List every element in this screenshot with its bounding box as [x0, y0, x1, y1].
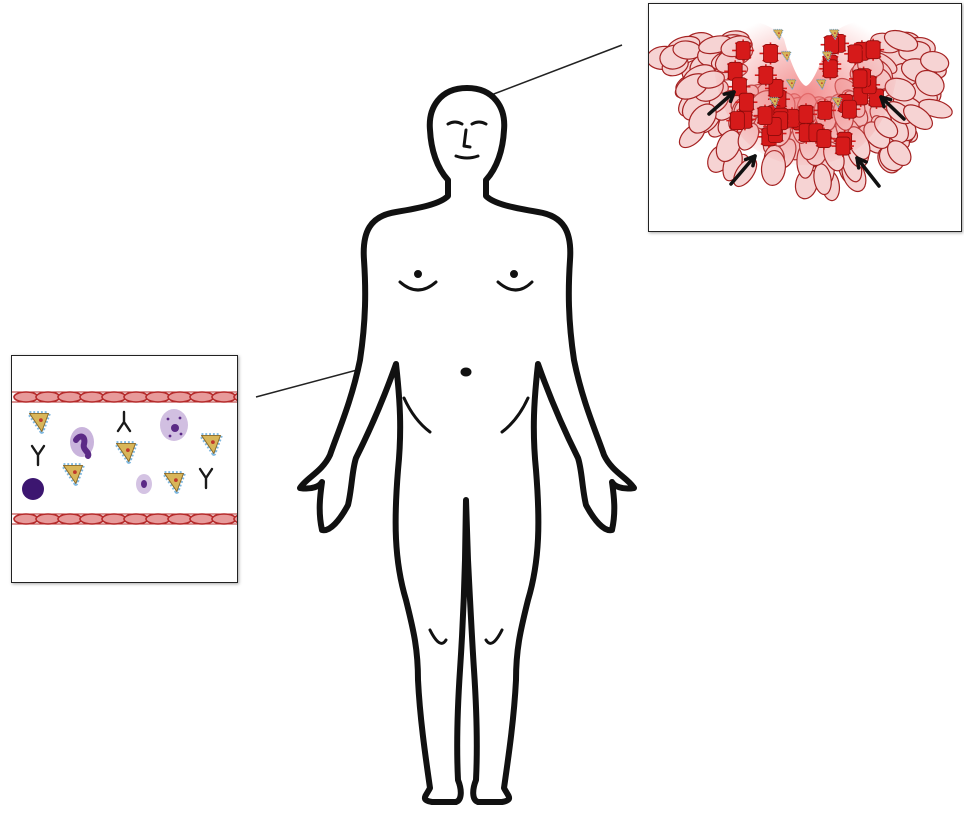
antibody-icon: [118, 412, 130, 431]
human-body-figure: [300, 88, 634, 802]
red-blood-cell: [14, 392, 38, 402]
red-blood-cell: [80, 392, 104, 402]
immune-cell-icon: [165, 473, 184, 491]
red-blood-cell: [168, 392, 192, 402]
lesion-cell: [819, 58, 841, 80]
lesion-cell: [813, 128, 835, 150]
platelet-icon: [136, 474, 152, 494]
lesion-cell: [814, 99, 836, 121]
lesion-cell: [862, 39, 884, 61]
red-blood-cell: [168, 514, 192, 524]
red-blood-cell: [102, 392, 126, 402]
immune-cell-icon: [202, 435, 221, 453]
red-blood-cell: [234, 514, 238, 524]
red-blood-cell: [146, 392, 170, 402]
antibody-icon: [200, 469, 212, 488]
vessel-wall-bottom: [12, 514, 238, 524]
immune-cell-icon: [30, 413, 49, 431]
red-blood-cell: [190, 392, 214, 402]
lesion-cell: [754, 105, 776, 127]
blood-vessel-illustration: [12, 356, 238, 583]
brain-lesion-illustration: [649, 4, 962, 232]
lesion-cell: [832, 135, 854, 157]
red-blood-cell: [146, 514, 170, 524]
red-blood-cell: [36, 514, 60, 524]
circulating-cells: [22, 409, 221, 500]
antibody-icon: [32, 446, 44, 465]
red-blood-cell: [80, 514, 104, 524]
body-silhouette: [300, 88, 634, 802]
lymphocyte-icon: [22, 478, 44, 500]
red-blood-cell: [14, 514, 38, 524]
red-blood-cell: [234, 392, 238, 402]
red-blood-cell: [212, 392, 236, 402]
lesion-cell: [726, 110, 748, 132]
lesion-cell: [755, 64, 777, 86]
immune-cell-icon: [117, 443, 136, 461]
red-blood-cell: [36, 392, 60, 402]
vessel-wall-top: [12, 392, 238, 402]
lesion-cell: [795, 103, 817, 125]
red-blood-cell: [58, 514, 82, 524]
red-blood-cell: [190, 514, 214, 524]
lesion-cell: [849, 68, 871, 90]
leader-line-head: [478, 45, 622, 100]
red-blood-cell: [124, 392, 148, 402]
lesion-cell: [732, 39, 754, 61]
lesion-cell: [760, 42, 782, 64]
lesion-cell: [844, 43, 866, 65]
lesion-cell: [735, 91, 757, 113]
red-blood-cell: [212, 514, 236, 524]
neutrophil-icon: [160, 409, 188, 441]
immune-cell-icon: [64, 465, 83, 483]
blood-vessel-inset: [11, 355, 238, 583]
neutrophil-icon: [70, 427, 94, 457]
red-blood-cell: [102, 514, 126, 524]
lesion-cell: [838, 98, 860, 120]
red-blood-cell: [124, 514, 148, 524]
red-blood-cell: [58, 392, 82, 402]
brain-lesion-inset: [648, 3, 962, 232]
